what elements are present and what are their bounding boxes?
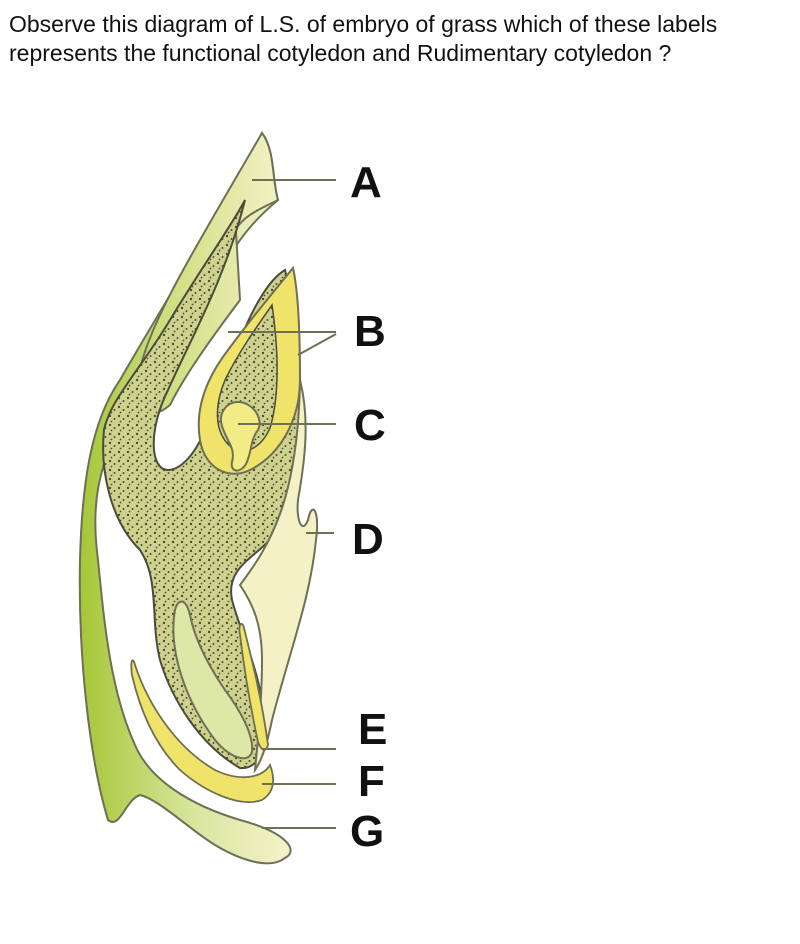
label-F: F	[358, 757, 385, 806]
leader-lines	[228, 179, 337, 829]
radicle	[172, 600, 254, 760]
label-G: G	[350, 807, 384, 856]
embryo-diagram: A B C D E F G	[78, 131, 387, 865]
radicle-sheath-F	[130, 659, 274, 803]
question-text: Observe this diagram of L.S. of embryo o…	[9, 11, 718, 66]
label-B: B	[354, 307, 386, 356]
label-A: A	[350, 158, 382, 207]
label-C: C	[354, 401, 386, 450]
label-E: E	[358, 705, 387, 754]
shoot-apex-C	[220, 400, 261, 472]
epiblast-D	[238, 379, 318, 774]
label-D: D	[352, 515, 384, 564]
leader-B2	[297, 333, 337, 356]
coleorhiza-thin	[238, 622, 269, 751]
